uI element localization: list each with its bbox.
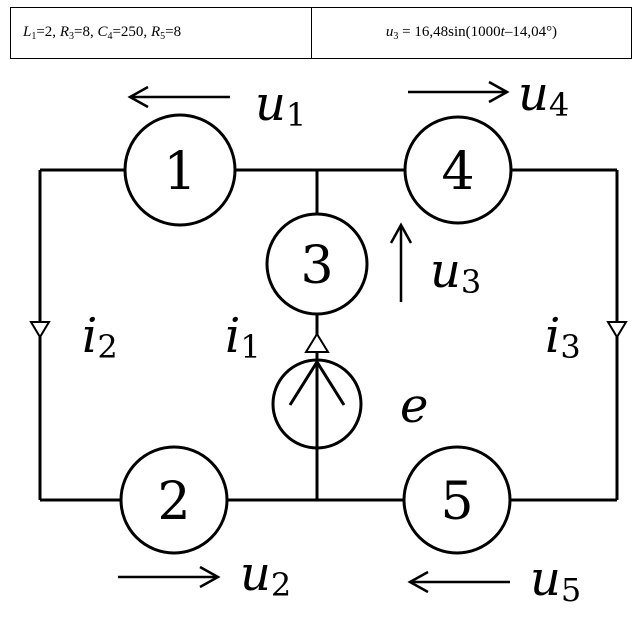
component-values-cell: L1=2, R3=8, C4=250, R5=8 — [10, 7, 312, 59]
c4-subscript: 4 — [107, 31, 113, 42]
voltage-u3-arrow-head — [389, 222, 413, 244]
voltage-u5-arrow-head — [407, 570, 429, 594]
emf-arrow-head — [288, 359, 346, 406]
u3-symbol: u — [385, 24, 394, 40]
voltage-u2-label: u2 — [240, 546, 291, 604]
time-variable: t — [500, 24, 505, 40]
voltage-u4-label: u4 — [518, 66, 569, 124]
element-4-number: 4 — [441, 142, 474, 202]
current-i2-label: i2 — [82, 308, 118, 366]
voltage-u2-arrow-head — [199, 565, 221, 589]
r3-subscript: 3 — [68, 31, 74, 42]
element-2-number: 2 — [157, 472, 190, 532]
u3-equation-end: –14,04°) — [504, 24, 558, 40]
c4-value: =250, — [112, 24, 151, 40]
u3-equation-start: = 16,48sin(1000 — [398, 24, 501, 40]
element-5 — [402, 445, 512, 555]
element-3-number: 3 — [300, 236, 333, 296]
element-5-number: 5 — [440, 472, 473, 532]
element-2 — [119, 445, 229, 555]
l1-value: =2, — [36, 24, 60, 40]
r5-subscript: 5 — [160, 31, 166, 42]
current-i1-arrow — [304, 332, 330, 353]
r3-value: =8, — [73, 24, 98, 40]
current-i2-arrow — [29, 321, 51, 339]
element-4 — [403, 115, 513, 225]
voltage-u1-label: u1 — [255, 76, 306, 134]
parameter-table: L1=2, R3=8, C4=250, R5=8 u3 = 16,48sin(1… — [10, 7, 632, 59]
l1-subscript: 1 — [31, 31, 37, 42]
voltage-u4-arrow-head — [488, 80, 510, 104]
source-voltage-cell: u3 = 16,48sin(1000t–14,04°) — [311, 7, 632, 59]
voltage-u1-arrow-head — [127, 85, 149, 109]
u3-subscript: 3 — [393, 31, 399, 42]
current-i3-label: i3 — [545, 308, 581, 366]
r5-symbol: R — [150, 24, 161, 40]
r3-symbol: R — [59, 24, 69, 40]
voltage-u3-label: u3 — [430, 243, 481, 301]
element-1-number: 1 — [163, 142, 196, 202]
element-3 — [265, 212, 369, 316]
current-i1-label: i1 — [225, 308, 261, 366]
l1-symbol: L — [23, 24, 32, 40]
element-1 — [123, 113, 237, 227]
c4-symbol: C — [97, 24, 108, 40]
emf-label: e — [400, 378, 428, 434]
voltage-u5-label: u5 — [530, 551, 581, 609]
current-i3-arrow — [606, 321, 628, 339]
r5-value: =8 — [165, 24, 182, 40]
circuit-diagram: 1 2 3 4 5 u1 u4 u3 u2 u5 i2 i1 i3 — [29, 66, 628, 609]
